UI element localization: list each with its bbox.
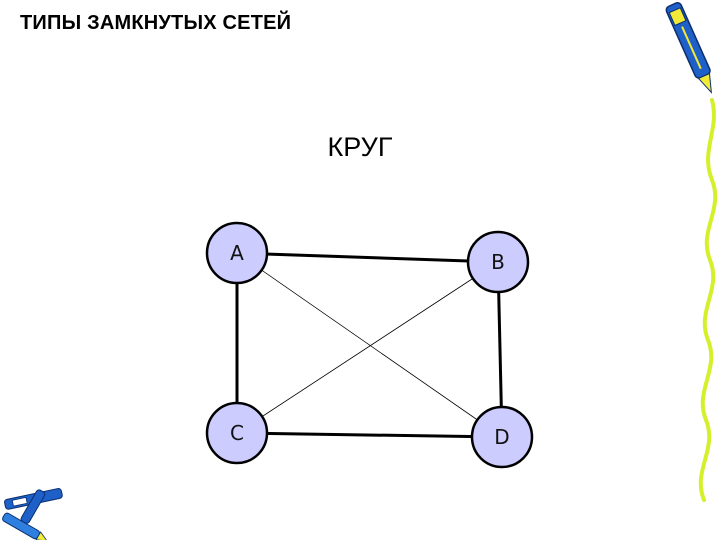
node-label: B [491, 250, 505, 274]
edge-a-d [236, 252, 503, 438]
node-a: A [205, 221, 269, 285]
pen-icon [665, 2, 712, 94]
pens-icon [2, 487, 63, 540]
node-label: C [230, 421, 244, 445]
squiggle-decoration [698, 98, 718, 502]
node-circle [205, 221, 269, 285]
slide-title: ТИПЫ ЗАМКНУТЫХ СЕТЕЙ [20, 12, 292, 34]
node-label: D [494, 425, 509, 449]
edge-b-c [236, 261, 499, 434]
edge-c-d [236, 431, 503, 439]
node-label: A [230, 241, 244, 265]
node-circle [466, 230, 530, 294]
node-d: D [470, 405, 534, 469]
diagram-subtitle: КРУГ [327, 132, 393, 162]
node-circle [470, 405, 534, 469]
node-circle [205, 401, 269, 465]
edge-a-b [236, 251, 499, 264]
node-b: B [466, 230, 530, 294]
node-c: C [205, 401, 269, 465]
